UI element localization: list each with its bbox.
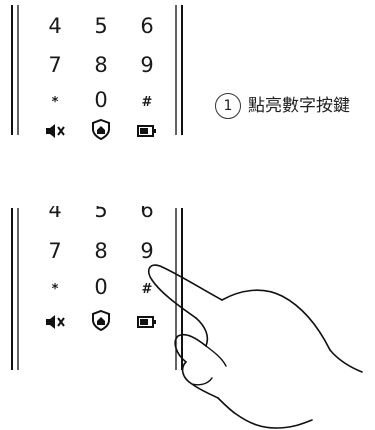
key-star[interactable]: * xyxy=(51,95,59,110)
key-9[interactable]: 9 xyxy=(140,53,154,77)
key-7[interactable]: 7 xyxy=(48,53,62,77)
shield-house-icon xyxy=(90,309,112,331)
key-6[interactable]: 6 xyxy=(140,14,154,38)
step-description: 點亮數字按鍵 xyxy=(248,96,350,116)
key-9[interactable]: 9 xyxy=(140,239,154,263)
battery-icon xyxy=(136,120,158,142)
key-7[interactable]: 7 xyxy=(48,239,62,263)
key-5[interactable]: 5 xyxy=(94,14,108,38)
battery-icon xyxy=(136,311,158,333)
step-number-badge: 1 xyxy=(215,93,241,119)
key-8[interactable]: 8 xyxy=(94,239,108,263)
keypad-bottom: 4 5 6 7 8 9 * 0 # xyxy=(10,198,190,370)
key-hash[interactable]: # xyxy=(141,95,153,110)
key-0[interactable]: 0 xyxy=(94,88,108,112)
mute-speaker-icon xyxy=(44,311,66,333)
key-8[interactable]: 8 xyxy=(94,53,108,77)
keypad-frame xyxy=(11,5,183,135)
keypad-frame xyxy=(11,208,183,370)
keypad-top: 4 5 6 7 8 9 * 0 # xyxy=(10,0,190,140)
key-star[interactable]: * xyxy=(51,282,59,297)
mute-speaker-icon xyxy=(44,120,66,142)
key-0[interactable]: 0 xyxy=(94,275,108,299)
key-4[interactable]: 4 xyxy=(48,14,62,38)
keypad-crop-mask xyxy=(0,190,200,206)
shield-house-icon xyxy=(90,118,112,140)
key-hash[interactable]: # xyxy=(141,282,153,297)
